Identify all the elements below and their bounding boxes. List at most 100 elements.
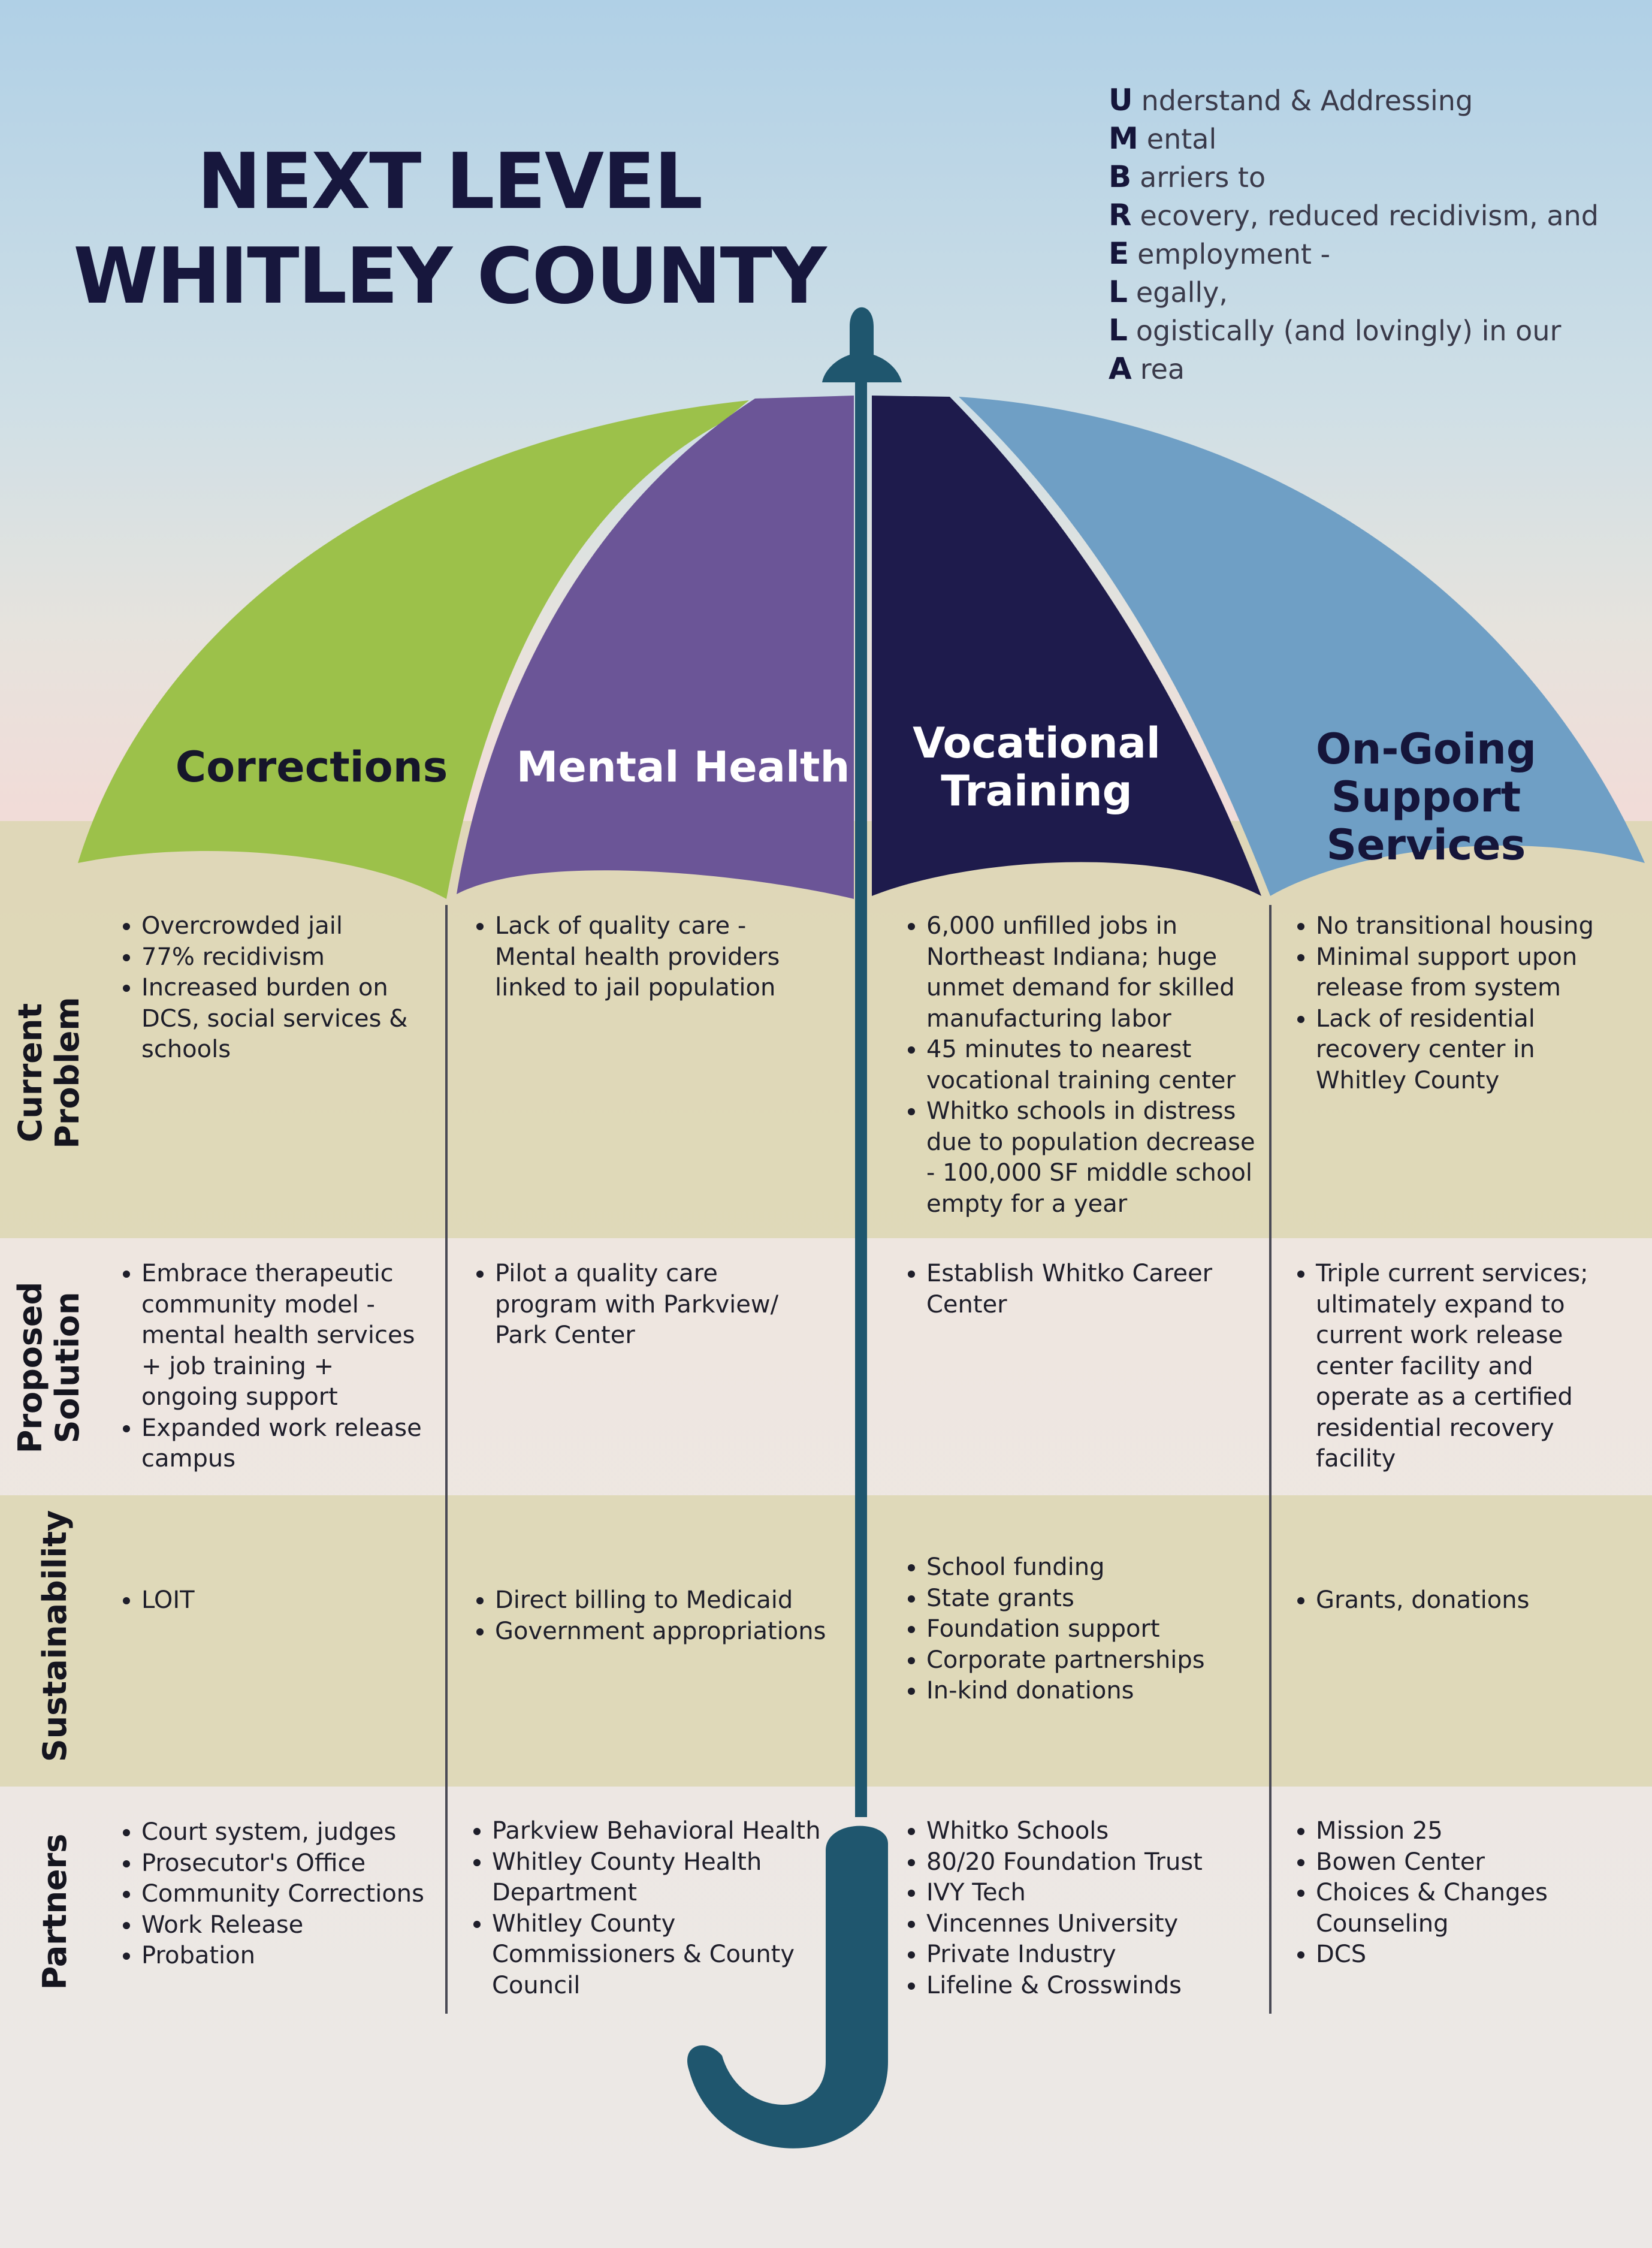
cell-proposed-solution-mental-health: Pilot a quality care program with Parkvi… <box>473 1259 785 1351</box>
column-title-corrections: Corrections <box>156 743 467 791</box>
column-title-mental-health: Mental Health <box>503 743 863 791</box>
bullet-item: 77% recidivism <box>141 942 431 973</box>
acronym-text: ecovery, reduced recidivism, and <box>1140 200 1599 232</box>
bullet-item: Community Corrections <box>141 1879 443 1910</box>
bullet-item: Mission 25 <box>1316 1816 1618 1847</box>
column-title-support-services: On-Going Support Services <box>1234 725 1618 869</box>
column-title-line: Training <box>941 767 1132 816</box>
row-label-line: Partners <box>36 1833 74 1990</box>
acronym-text: rea <box>1140 353 1185 385</box>
cell-current-problem-corrections: Overcrowded jail 77% recidivism Increase… <box>120 911 431 1066</box>
acronym-letter: M <box>1109 121 1138 156</box>
bullet-item: 45 minutes to nearest vocational trainin… <box>926 1034 1258 1096</box>
bullet-item: Embrace therapeutic community model - me… <box>141 1259 437 1413</box>
canopy-panel-support-services <box>959 397 1645 896</box>
bullet-item: Foundation support <box>926 1614 1252 1645</box>
bullet-item: LOIT <box>141 1585 431 1616</box>
bullet-item: Probation <box>141 1941 443 1972</box>
umbrella-handle <box>687 1825 888 2149</box>
bullet-item: Triple current services; ultimately expa… <box>1316 1259 1612 1475</box>
cell-partners-vocational: Whitko Schools 80/20 Foundation Trust IV… <box>905 1816 1258 2001</box>
cell-current-problem-vocational: 6,000 unfilled jobs in Northeast Indiana… <box>905 911 1258 1220</box>
bullet-item: Direct billing to Medicaid <box>495 1585 845 1616</box>
umbrella-shaft <box>855 379 867 1817</box>
bullet-item: Bowen Center <box>1316 1847 1618 1878</box>
bullet-item: Parkview Behavioral Health <box>492 1816 842 1847</box>
cell-partners-corrections: Court system, judges Prosecutor's Office… <box>120 1817 443 1972</box>
row-label-current-problem: Current Problem <box>11 997 86 1149</box>
bullet-item: Corporate partnerships <box>926 1645 1252 1676</box>
row-label-line: Problem <box>49 997 86 1149</box>
bullet-item: 80/20 Foundation Trust <box>926 1847 1258 1878</box>
title-line-1: NEXT LEVEL <box>197 137 703 227</box>
bullet-item: IVY Tech <box>926 1878 1258 1909</box>
bullet-item: Whitko Schools <box>926 1816 1258 1847</box>
cell-current-problem-mental-health: Lack of quality care - Mental health pro… <box>473 911 809 1004</box>
bullet-item: No transitional housing <box>1316 911 1630 942</box>
bullet-item: Grants, donations <box>1316 1585 1630 1616</box>
bullet-item: Vincennes University <box>926 1909 1258 1940</box>
acronym-letter: B <box>1109 159 1132 194</box>
bullet-item: DCS <box>1316 1939 1618 1971</box>
cell-partners-mental-health: Parkview Behavioral Health Whitley Count… <box>470 1816 842 2001</box>
cell-sustainability-support: Grants, donations <box>1294 1585 1630 1616</box>
acronym-letter: L <box>1109 274 1128 309</box>
bullet-item: Increased burden on DCS, social services… <box>141 973 431 1066</box>
acronym-text: nderstand & Addressing <box>1141 85 1473 117</box>
bullet-item: School funding <box>926 1552 1252 1583</box>
canopy-panel-mental-health <box>457 396 854 899</box>
acronym-letter: U <box>1109 83 1133 117</box>
bullet-item: Overcrowded jail <box>141 911 431 942</box>
bullet-item: In-kind donations <box>926 1676 1252 1707</box>
column-title-line: Mental Health <box>516 743 850 792</box>
poster-title: NEXT LEVEL WHITLEY COUNTY <box>54 135 845 324</box>
bullet-item: Court system, judges <box>141 1817 443 1848</box>
acronym-text: ogistically (and lovingly) in our <box>1135 315 1562 347</box>
column-title-line: Corrections <box>175 743 448 792</box>
bullet-item: Government appropriations <box>495 1616 845 1647</box>
acronym-letter: R <box>1109 198 1132 233</box>
cell-proposed-solution-support: Triple current services; ultimately expa… <box>1294 1259 1612 1475</box>
bullet-item: State grants <box>926 1583 1252 1615</box>
cell-sustainability-corrections: LOIT <box>120 1585 431 1616</box>
cell-current-problem-support: No transitional housing Minimal support … <box>1294 911 1630 1096</box>
bullet-item: Minimal support upon release from system <box>1316 942 1630 1004</box>
row-label-line: Sustainability <box>36 1510 74 1763</box>
cell-sustainability-vocational: School funding State grants Foundation s… <box>905 1552 1252 1707</box>
title-line-2: WHITLEY COUNTY <box>73 232 826 321</box>
bullet-item: Whitley County Health Department <box>492 1847 842 1909</box>
bullet-item: Expanded work release campus <box>141 1413 437 1475</box>
bullet-item: Establish Whitko Career Center <box>926 1259 1252 1320</box>
acronym-letter: A <box>1109 351 1132 386</box>
acronym-letter: L <box>1109 313 1128 348</box>
acronym-text: arriers to <box>1140 161 1266 194</box>
cell-proposed-solution-vocational: Establish Whitko Career Center <box>905 1259 1252 1320</box>
bullet-item: Work Release <box>141 1910 443 1941</box>
row-label-partners: Partners <box>36 1833 74 1990</box>
column-title-line: Support Services <box>1326 773 1526 870</box>
row-label-line: Solution <box>49 1292 86 1444</box>
column-title-line: Vocational <box>913 719 1161 768</box>
row-label-sustainability: Sustainability <box>36 1510 74 1763</box>
bullet-item: Prosecutor's Office <box>141 1848 443 1879</box>
row-label-line: Proposed <box>11 1281 49 1454</box>
acronym-text: ental <box>1146 123 1217 155</box>
bullet-item: Whitley County Commissioners & County Co… <box>492 1909 842 2002</box>
acronym-letter: E <box>1109 236 1129 271</box>
canopy-panel-vocational-training <box>872 396 1261 896</box>
column-title-line: On-Going <box>1316 725 1536 774</box>
acronym-text: egally, <box>1135 276 1228 309</box>
row-label-proposed-solution: Proposed Solution <box>11 1281 86 1454</box>
bullet-item: Private Industry <box>926 1939 1258 1971</box>
acronym-text: employment - <box>1137 238 1331 270</box>
bullet-item: Lifeline & Crosswinds <box>926 1971 1258 2002</box>
bullet-item: Choices & Changes Counseling <box>1316 1878 1618 1939</box>
cell-proposed-solution-corrections: Embrace therapeutic community model - me… <box>120 1259 437 1475</box>
